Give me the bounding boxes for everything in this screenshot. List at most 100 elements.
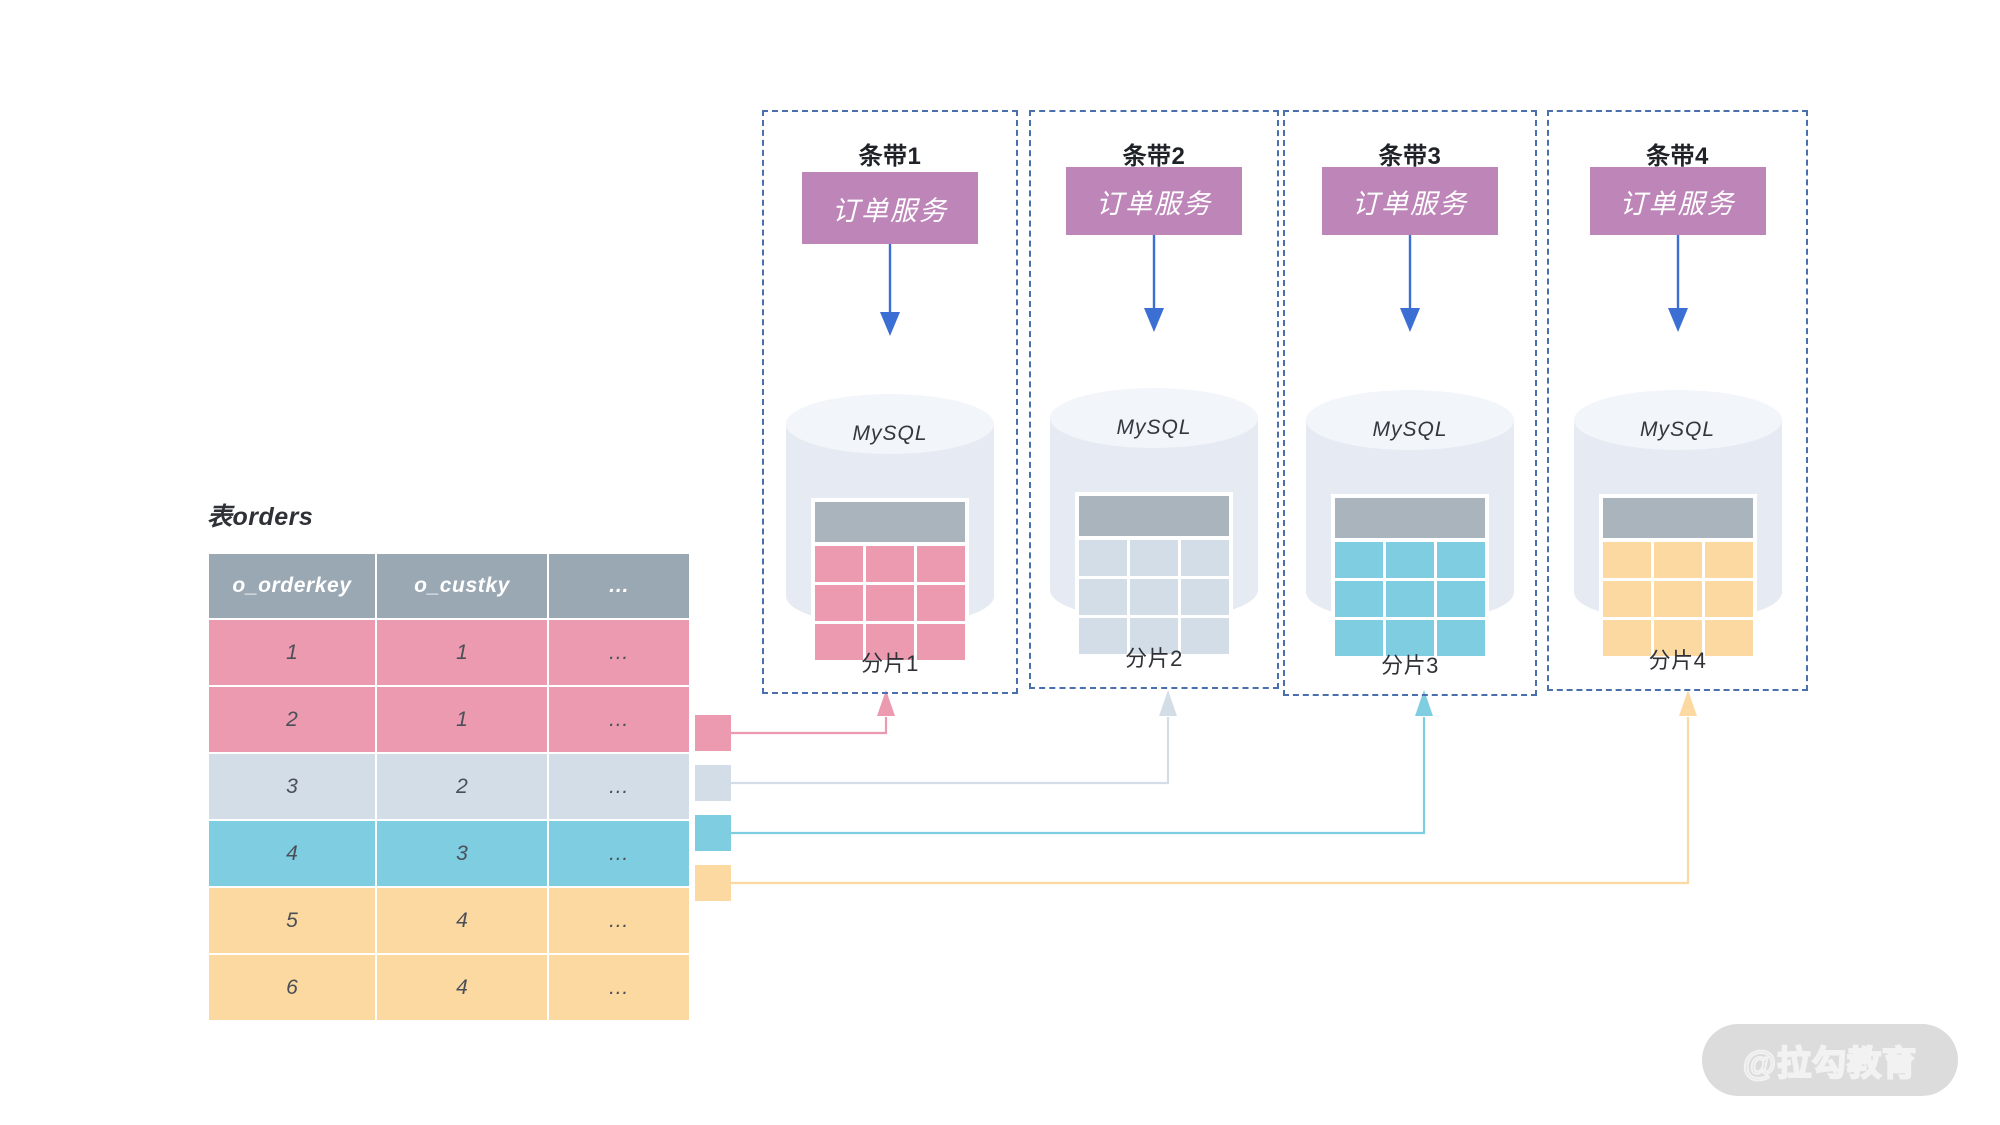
cell-custky: 1 [377,687,547,752]
shard-container-3: 条带3 订单服务 MySQL [1283,110,1537,696]
database-cylinder-1: MySQL [786,394,994,664]
legend-swatch-blue [695,765,731,801]
database-cylinder-4: MySQL [1573,390,1782,660]
mini-cell [917,546,965,582]
service-box-1[interactable]: 订单服务 [802,172,978,244]
shard-container-1: 条带1 订单服务 MySQL [762,110,1018,694]
legend-swatch-amber [695,865,731,901]
db-label-1: MySQL [852,422,928,445]
service-label-2: 订单服务 [1096,188,1212,219]
mini-cell [1704,581,1753,617]
mini-cell [1335,620,1383,656]
cell-more: … [549,821,689,886]
mini-cell [1386,620,1434,656]
mini-cell [1130,618,1178,654]
mini-cell [917,624,965,660]
mini-cell [1602,620,1651,656]
service-label-1: 订单服务 [832,195,948,226]
mini-cell [1386,581,1434,617]
shard-label-2: 分片2 [1125,646,1183,671]
mini-cell [1704,620,1753,656]
service-box-2[interactable]: 订单服务 [1066,167,1242,235]
mini-cell [1437,542,1485,578]
mini-table-header-1 [815,502,965,542]
mini-table-grid-4 [1602,542,1753,656]
cell-more: … [549,754,689,819]
mini-table-grid-3 [1335,542,1485,656]
cell-orderkey: 5 [209,888,375,953]
mini-cell [1079,579,1127,615]
mini-cell [1335,542,1383,578]
mini-cell [866,585,914,621]
mini-table-header-3 [1335,498,1485,538]
mini-cell [1130,579,1178,615]
mini-cell [866,624,914,660]
mini-cell [1653,581,1702,617]
service-box-4[interactable]: 订单服务 [1589,167,1766,235]
source-table-title: 表orders [207,503,314,531]
mini-table-grid-2 [1079,540,1229,654]
shard-container-2: 条带2 订单服务 MySQL [1029,110,1279,689]
mini-table-3 [1331,494,1489,660]
column-header-custky: o_custky [377,554,547,618]
stripe-label-1: 条带1 [858,143,922,170]
mini-cell [1181,540,1229,576]
cell-more: … [549,888,689,953]
cell-more: … [549,687,689,752]
shard-label-3: 分片3 [1381,653,1439,678]
table-row: 5 4 … [209,888,689,953]
source-table-block: 表orders o_orderkey o_custky … 1 1 … 2 1 [207,497,689,1022]
cell-custky: 3 [377,821,547,886]
mini-cell [1181,579,1229,615]
shard-label-4: 分片4 [1648,648,1707,673]
mini-table-4 [1598,494,1757,660]
mini-cell [1386,542,1434,578]
cell-more: … [549,620,689,685]
mini-table-grid-1 [815,546,965,660]
source-table: o_orderkey o_custky … 1 1 … 2 1 … 3 [207,552,691,1022]
table-row: 2 1 … [209,687,689,752]
database-cylinder-3: MySQL [1306,390,1514,660]
cell-orderkey: 4 [209,821,375,886]
mini-cell [1181,618,1229,654]
mini-cell [1079,618,1127,654]
shard-label-1: 分片1 [861,651,919,676]
service-box-3[interactable]: 订单服务 [1322,167,1498,235]
table-row: 4 3 … [209,821,689,886]
mini-cell [1437,581,1485,617]
cell-orderkey: 2 [209,687,375,752]
stripe-label-4: 条带4 [1646,143,1709,170]
mini-cell [1602,581,1651,617]
mini-table-2 [1075,492,1233,658]
mini-cell [1079,540,1127,576]
service-to-db-arrow-2 [1144,235,1164,332]
mini-table-header-2 [1079,496,1229,536]
cell-custky: 1 [377,620,547,685]
table-row: 1 1 … [209,620,689,685]
service-label-3: 订单服务 [1352,188,1468,219]
mini-cell [1130,540,1178,576]
cell-custky: 4 [377,955,547,1020]
service-to-db-arrow-1 [880,244,900,336]
watermark-text: @拉勾教育 [1742,1044,1918,1084]
mini-cell [1602,542,1651,578]
mini-cell [917,585,965,621]
mini-table-1 [811,498,969,664]
table-header-row: o_orderkey o_custky … [209,554,689,618]
legend-swatch-pink [695,715,731,751]
mini-cell [1653,620,1702,656]
table-row: 3 2 … [209,754,689,819]
db-label-3: MySQL [1372,418,1448,441]
cell-orderkey: 1 [209,620,375,685]
database-cylinder-2: MySQL [1050,388,1258,658]
cell-custky: 4 [377,888,547,953]
mini-table-header-4 [1602,498,1753,538]
column-header-more: … [549,554,689,618]
service-to-db-arrow-4 [1667,235,1688,332]
mini-cell [1335,581,1383,617]
watermark-badge: @拉勾教育 [1702,1024,1958,1096]
mini-cell [1437,620,1485,656]
stripe-label-3: 条带3 [1378,143,1442,170]
table-row: 6 4 … [209,955,689,1020]
